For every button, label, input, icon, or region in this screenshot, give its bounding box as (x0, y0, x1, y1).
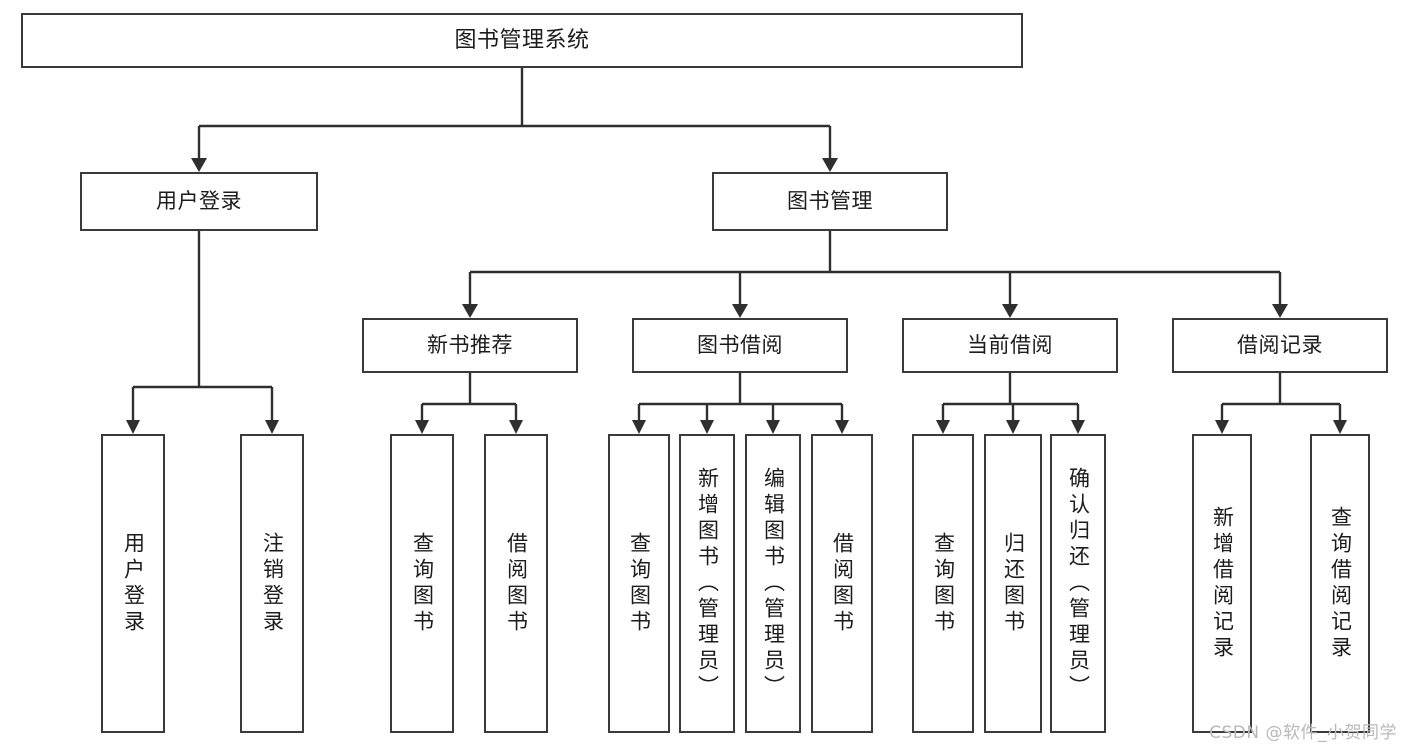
node-leaf-query-record[interactable]: 查询借阅记录 (1310, 434, 1370, 733)
node-leaf-query-book-b[interactable]: 查询图书 (608, 434, 670, 733)
node-leaf-query-book-a[interactable]: 查询图书 (390, 434, 454, 733)
node-leaf-query-book-b-label: 查询图书 (627, 531, 652, 636)
node-borrow-record-label: 借阅记录 (1237, 333, 1323, 358)
arrow-to-user-login (191, 158, 207, 172)
arrow-leaf-edit-book (766, 420, 780, 434)
node-new-book-recommend-label: 新书推荐 (427, 333, 513, 358)
node-leaf-add-record[interactable]: 新增借阅记录 (1192, 434, 1252, 733)
node-leaf-return-book-label: 归还图书 (1001, 531, 1026, 636)
arrow-new-book-recommend (462, 304, 478, 318)
node-book-borrow-label: 图书借阅 (697, 333, 783, 358)
node-leaf-user-login[interactable]: 用户登录 (101, 434, 165, 733)
arrow-leaf-return-book (1006, 420, 1020, 434)
node-leaf-add-book-label: 新增图书（管理员） (695, 466, 720, 701)
node-leaf-borrow-book-b-label: 借阅图书 (830, 531, 855, 636)
arrow-borrow-record (1272, 304, 1288, 318)
node-leaf-user-logout[interactable]: 注销登录 (240, 434, 304, 733)
node-leaf-confirm-return-label: 确认归还（管理员） (1066, 466, 1091, 701)
arrow-book-borrow (732, 304, 748, 318)
node-book-borrow[interactable]: 图书借阅 (632, 318, 848, 373)
node-leaf-return-book[interactable]: 归还图书 (984, 434, 1042, 733)
node-new-book-recommend[interactable]: 新书推荐 (362, 318, 578, 373)
node-leaf-user-logout-label: 注销登录 (260, 531, 285, 636)
node-leaf-query-book-c[interactable]: 查询图书 (912, 434, 974, 733)
node-root-label: 图书管理系统 (454, 27, 590, 53)
arrow-leaf-query-record (1333, 420, 1347, 434)
arrow-leaf-add-record (1215, 420, 1229, 434)
node-leaf-borrow-book-a[interactable]: 借阅图书 (484, 434, 548, 733)
node-book-manage[interactable]: 图书管理 (712, 172, 948, 231)
node-leaf-confirm-return[interactable]: 确认归还（管理员） (1050, 434, 1106, 733)
arrow-to-book-manage (822, 158, 838, 172)
arrow-leaf-borrow-book-a (509, 420, 523, 434)
node-leaf-query-book-c-label: 查询图书 (931, 531, 956, 636)
arrow-leaf-confirm-return (1071, 420, 1085, 434)
arrow-leaf-add-book (700, 420, 714, 434)
node-leaf-borrow-book-b[interactable]: 借阅图书 (811, 434, 873, 733)
node-leaf-borrow-book-a-label: 借阅图书 (504, 531, 529, 636)
arrow-leaf-user-logout (265, 420, 279, 434)
arrow-leaf-query-book-c (936, 420, 950, 434)
node-leaf-edit-book[interactable]: 编辑图书（管理员） (745, 434, 801, 733)
node-leaf-query-book-a-label: 查询图书 (410, 531, 435, 636)
node-current-borrow[interactable]: 当前借阅 (902, 318, 1118, 373)
node-user-login[interactable]: 用户登录 (80, 172, 318, 231)
node-leaf-user-login-label: 用户登录 (121, 531, 146, 636)
node-leaf-edit-book-label: 编辑图书（管理员） (761, 466, 786, 701)
arrow-leaf-borrow-book-b (835, 420, 849, 434)
node-user-login-label: 用户登录 (156, 189, 242, 214)
node-borrow-record[interactable]: 借阅记录 (1172, 318, 1388, 373)
node-book-manage-label: 图书管理 (787, 189, 873, 214)
csdn-watermark: CSDN @软件_小贺同学 (1209, 723, 1397, 743)
node-leaf-query-record-label: 查询借阅记录 (1328, 505, 1353, 662)
arrow-leaf-query-book-b (632, 420, 646, 434)
node-current-borrow-label: 当前借阅 (967, 333, 1053, 358)
arrow-current-borrow (1002, 304, 1018, 318)
node-leaf-add-record-label: 新增借阅记录 (1210, 505, 1235, 662)
node-root[interactable]: 图书管理系统 (21, 13, 1023, 68)
arrow-leaf-user-login (126, 420, 140, 434)
node-leaf-add-book[interactable]: 新增图书（管理员） (679, 434, 735, 733)
arrow-leaf-query-book-a (415, 420, 429, 434)
